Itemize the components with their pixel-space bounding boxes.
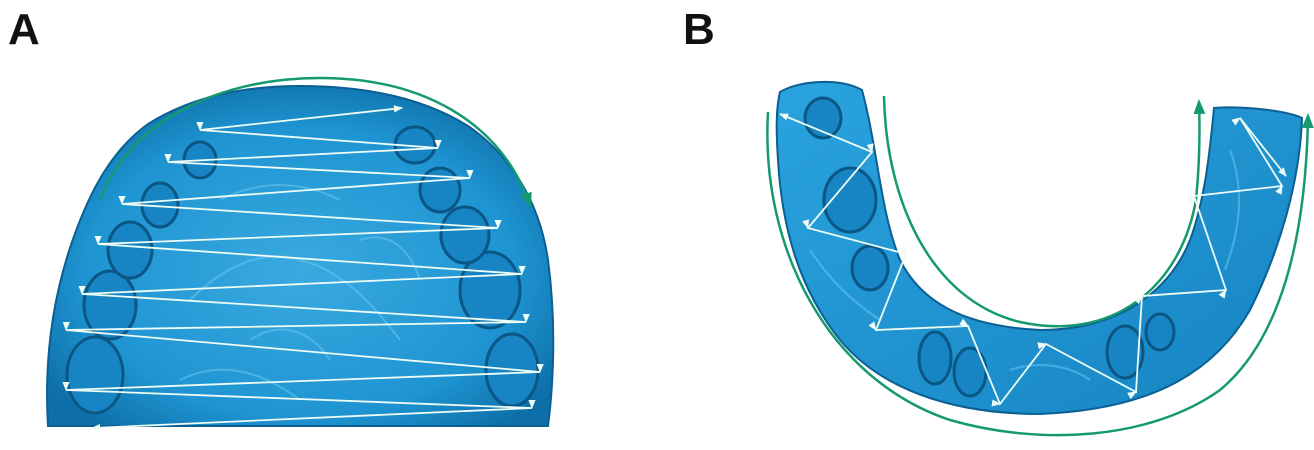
panel-b xyxy=(767,82,1308,435)
panel-a xyxy=(47,78,553,428)
